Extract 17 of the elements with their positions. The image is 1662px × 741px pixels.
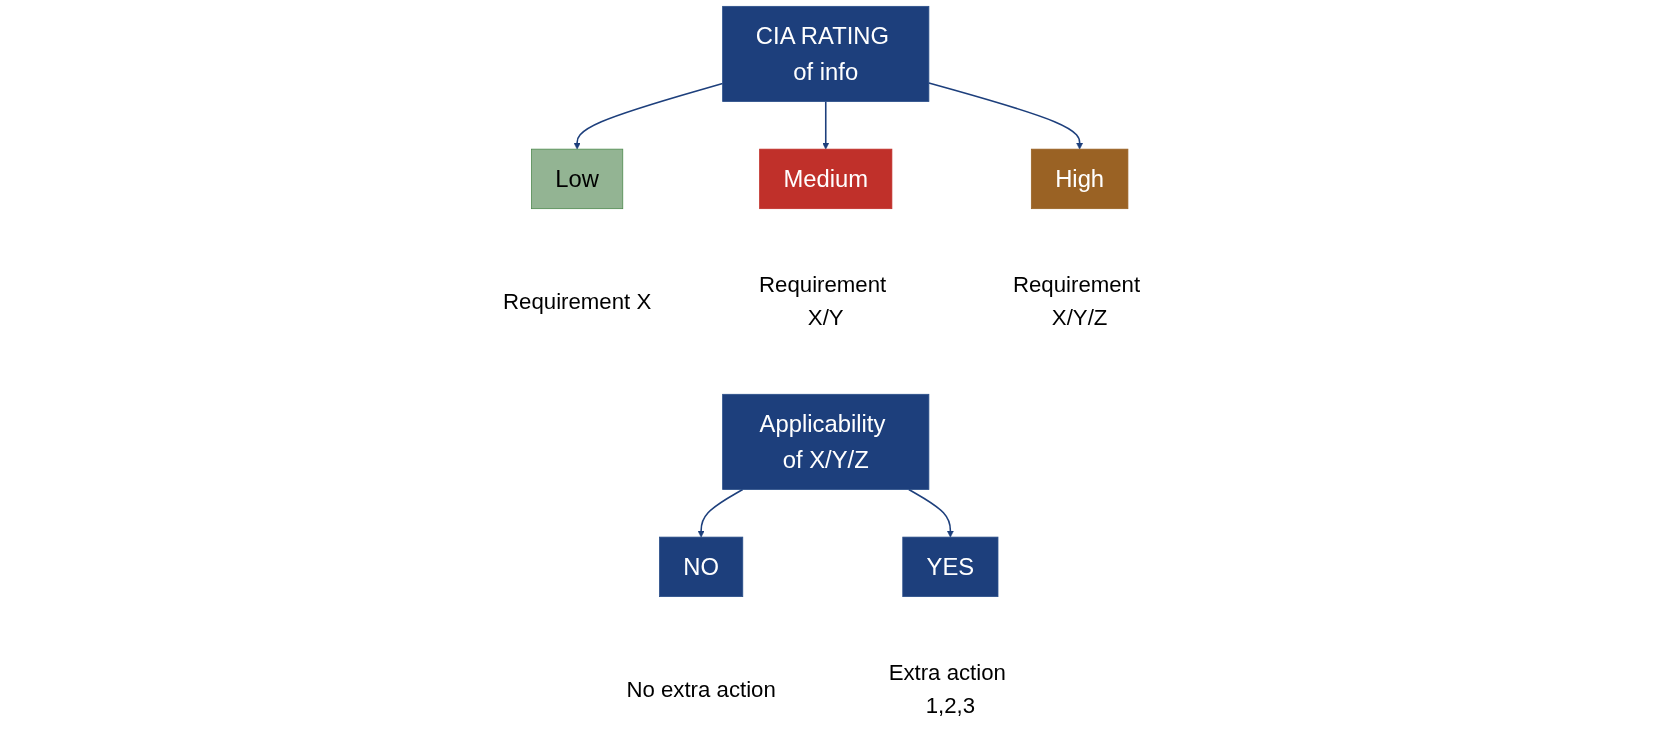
node-label: Requirement X/Y — [759, 272, 887, 331]
node-label: Requirement X/Y/Z — [1012, 272, 1141, 331]
node-box: CIA RATING of info — [722, 5, 930, 102]
arrow — [573, 82, 724, 150]
arrow — [928, 82, 1084, 150]
node-box: NO — [659, 536, 744, 597]
node-box: Applicability of X/Y/Z — [722, 393, 930, 490]
node-label: No extra action — [626, 676, 776, 702]
node-label: Extra action 1,2,3 — [888, 660, 1006, 718]
arrow — [908, 488, 954, 538]
node-box: Low — [531, 148, 624, 210]
node-label: Requirement X — [503, 288, 652, 314]
node-box: High — [1030, 148, 1129, 210]
node-box: Medium — [759, 148, 893, 210]
arrow — [697, 488, 744, 538]
node-box: YES — [902, 536, 999, 597]
arrow — [822, 100, 830, 150]
